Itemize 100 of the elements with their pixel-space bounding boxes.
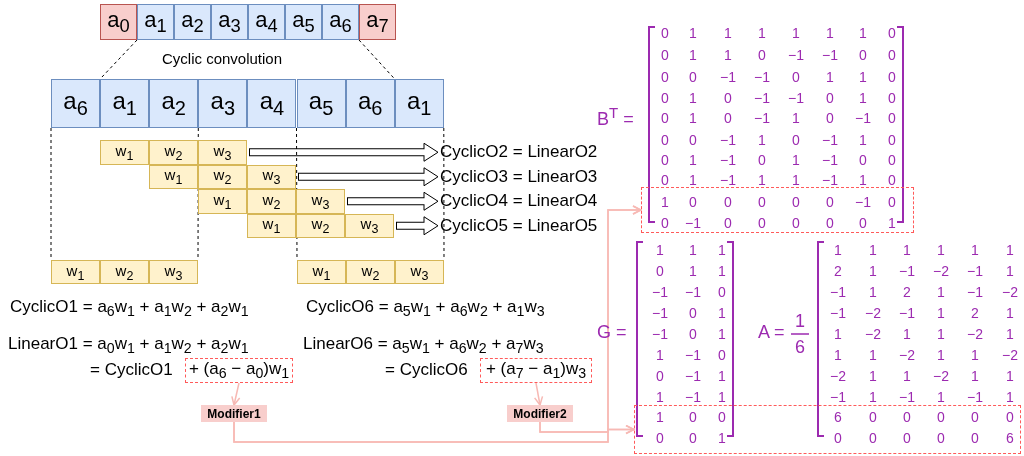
array-cell: a$_{2}$ bbox=[174, 4, 211, 40]
weight-cell: w$_{3}$ bbox=[345, 213, 394, 238]
matrix-entry: 1 bbox=[757, 131, 767, 149]
matrix-entry: 1 bbox=[660, 193, 670, 211]
matrix-entry: 0 bbox=[887, 68, 897, 86]
matrix-entry: 1 bbox=[1005, 325, 1015, 343]
equation-text: CyclicO1 = a$_{6}$w$_{1}$ + a$_{1}$w$_{2}$ + a$_{2}$w$_{1}$ bbox=[10, 297, 249, 320]
matrix-entry: 1 bbox=[717, 325, 727, 343]
equation-text: CyclicO6 = a$_{5}$w$_{1}$ + a$_{6}$w$_{2}$ + a$_{1}$w$_{3}$ bbox=[306, 297, 545, 320]
array-cell: a$_{3}$ bbox=[211, 4, 248, 40]
matrix-entry: 0 bbox=[660, 109, 670, 127]
equation-text: CyclicO4 = LinearO4 bbox=[440, 189, 620, 214]
highlight-box bbox=[641, 187, 914, 233]
matrix-entry: −1 bbox=[719, 151, 737, 169]
matrix-entry: 0 bbox=[868, 429, 878, 447]
matrix-entry: 0 bbox=[936, 408, 946, 426]
matrix-entry: −1 bbox=[684, 346, 702, 364]
matrix-name: G = bbox=[597, 322, 627, 343]
matrix-entry: −1 bbox=[854, 193, 872, 211]
equation-text: = CyclicO6 bbox=[385, 360, 468, 380]
matrix-entry: −2 bbox=[932, 262, 950, 280]
array-cell: a$_{6}$ bbox=[322, 4, 359, 40]
weight-cell: w$_{1}$ bbox=[149, 164, 198, 189]
fraction-numerator: 1 bbox=[795, 311, 805, 332]
matrix-entry: 1 bbox=[858, 24, 868, 42]
matrix-entry: 1 bbox=[825, 68, 835, 86]
caption-text: Cyclic convolution bbox=[162, 50, 283, 67]
matrix-entry: −1 bbox=[787, 89, 805, 107]
matrix-entry: 1 bbox=[717, 241, 727, 259]
matrix-entry: 0 bbox=[858, 151, 868, 169]
matrix-entry: 0 bbox=[887, 89, 897, 107]
term-box: + (a$_{7}$ − a$_{1}$)w$_{3}$ bbox=[480, 358, 592, 383]
dashed-line bbox=[358, 39, 396, 80]
connector-arrow bbox=[231, 382, 241, 406]
matrix-entry: 1 bbox=[688, 46, 698, 64]
highlight-box bbox=[634, 405, 1021, 454]
matrix-entry: 1 bbox=[833, 325, 843, 343]
matrix-entry: 0 bbox=[723, 214, 733, 232]
matrix-entry: 1 bbox=[970, 241, 980, 259]
matrix-entry: 1 bbox=[868, 241, 878, 259]
matrix-entry: 0 bbox=[717, 408, 727, 426]
matrix-entry: 1 bbox=[688, 151, 698, 169]
array-cell: a$_{1}$ bbox=[137, 4, 174, 40]
matrix-entry: 1 bbox=[858, 131, 868, 149]
matrix-entry: 0 bbox=[1005, 408, 1015, 426]
matrix-entry: 1 bbox=[970, 346, 980, 364]
matrix-entry: 1 bbox=[688, 171, 698, 189]
matrix-entry: 0 bbox=[868, 408, 878, 426]
array-cell: a$_{3}$ bbox=[198, 79, 248, 128]
matrix-entry: −1 bbox=[821, 171, 839, 189]
matrix-entry: −1 bbox=[829, 388, 847, 406]
equation-text: LinearO6 = a$_{5}$w$_{1}$ + a$_{6}$w$_{2}$ + a$_{7}$w$_{3}$ bbox=[303, 334, 544, 357]
matrix-entry: 0 bbox=[660, 131, 670, 149]
matrix-entry: 2 bbox=[902, 283, 912, 301]
matrix-entry: 1 bbox=[791, 151, 801, 169]
matrix-entry: 0 bbox=[757, 151, 767, 169]
matrix-entry: 0 bbox=[887, 151, 897, 169]
matrix-entry: 1 bbox=[825, 24, 835, 42]
matrix-entry: 0 bbox=[723, 193, 733, 211]
matrix-entry: 0 bbox=[688, 304, 698, 322]
matrix-entry: 0 bbox=[825, 109, 835, 127]
matrix-entry: 0 bbox=[858, 214, 868, 232]
matrix-entry: 1 bbox=[723, 46, 733, 64]
matrix-entry: 1 bbox=[717, 388, 727, 406]
matrix-entry: −2 bbox=[966, 325, 984, 343]
matrix-entry: 0 bbox=[688, 68, 698, 86]
matrix-entry: 6 bbox=[1005, 429, 1015, 447]
array-cell: a$_{6}$ bbox=[51, 79, 101, 128]
matrix-entry: 0 bbox=[858, 46, 868, 64]
matrix-entry: −1 bbox=[898, 262, 916, 280]
weight-cell: w$_{1}$ bbox=[198, 189, 247, 214]
matrix-entry: 0 bbox=[887, 131, 897, 149]
matrix-entry: 1 bbox=[688, 109, 698, 127]
matrix-entry: 1 bbox=[936, 283, 946, 301]
weight-cell: w$_{2}$ bbox=[198, 164, 247, 189]
matrix-entry: 0 bbox=[902, 408, 912, 426]
matrix-entry: 1 bbox=[1005, 388, 1015, 406]
matrix-entry: 1 bbox=[688, 89, 698, 107]
equation-text: LinearO1 = a$_{0}$w$_{1}$ + a$_{1}$w$_{2}$ + a$_{2}$w$_{1}$ bbox=[8, 334, 249, 357]
matrix-entry: 2 bbox=[833, 262, 843, 280]
array-cell: a$_{1}$ bbox=[394, 79, 444, 128]
matrix-entry: 6 bbox=[833, 408, 843, 426]
matrix-entry: 1 bbox=[655, 388, 665, 406]
matrix-entry: 0 bbox=[791, 214, 801, 232]
matrix-entry: −2 bbox=[864, 325, 882, 343]
array-cell: a$_{4}$ bbox=[248, 4, 285, 40]
matrix-entry: 0 bbox=[902, 429, 912, 447]
matrix-entry: 1 bbox=[655, 241, 665, 259]
weight-cell: w$_{3}$ bbox=[296, 189, 345, 214]
weight-cell: w$_{3}$ bbox=[395, 260, 444, 284]
matrix-entry: −1 bbox=[821, 131, 839, 149]
matrix-entry: 1 bbox=[1005, 367, 1015, 385]
matrix-entry: 0 bbox=[723, 89, 733, 107]
matrix-entry: 1 bbox=[902, 367, 912, 385]
equation-text: = CyclicO1 bbox=[90, 360, 173, 380]
weight-cell: w$_{1}$ bbox=[247, 213, 296, 238]
matrix-entry: 1 bbox=[833, 241, 843, 259]
matrix-entry: 0 bbox=[655, 429, 665, 447]
matrix-entry: 0 bbox=[660, 151, 670, 169]
matrix-entry: 0 bbox=[887, 24, 897, 42]
